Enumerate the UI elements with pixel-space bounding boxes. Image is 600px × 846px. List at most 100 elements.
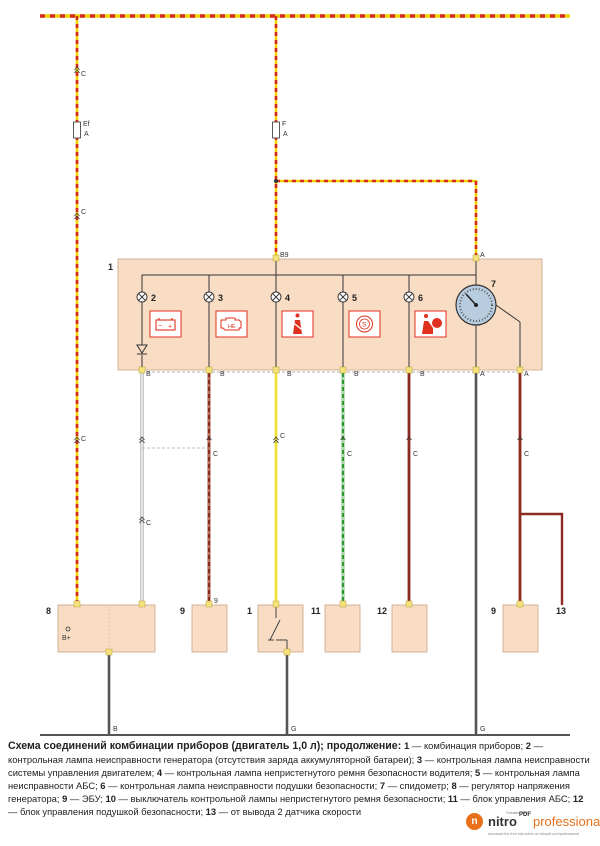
- caption-item-number: 3: [416, 754, 423, 765]
- logo-pdf: PDF: [519, 812, 531, 818]
- svg-text:G: G: [480, 726, 485, 733]
- svg-text:A: A: [480, 371, 485, 378]
- svg-text:B: B: [287, 371, 292, 378]
- component-8-regulator: [57, 604, 156, 653]
- cluster-internal-bus: [141, 274, 476, 345]
- caption-item-text: — контрольная лампа неисправности генера…: [8, 740, 543, 765]
- caption-item-number: 6: [100, 780, 106, 791]
- battery-minus-text: −: [158, 323, 162, 330]
- engine-text: HE: [228, 324, 236, 330]
- svg-text:4: 4: [285, 293, 290, 303]
- component-12-airbag-unit: [391, 604, 428, 653]
- svg-text:F: F: [282, 121, 286, 128]
- wire-chevrons: [74, 66, 523, 524]
- caption-item-text: — блок управления АБС;: [457, 793, 573, 804]
- caption-item-number: 9: [62, 793, 68, 804]
- caption-title: Схема соединений комбинации приборов (дв…: [8, 740, 405, 752]
- svg-text:C: C: [280, 433, 285, 440]
- nitro-logo-icon: n: [466, 813, 483, 830]
- svg-text:B: B: [220, 371, 225, 378]
- component-9a-ecu: [191, 604, 228, 653]
- svg-text:B: B: [146, 371, 151, 378]
- svg-text:3: 3: [218, 293, 223, 303]
- svg-text:B+: B+: [62, 635, 71, 642]
- wire-labels: C Ef A C F A B9 A C C C C C C C B B B B …: [62, 71, 529, 733]
- svg-text:C: C: [347, 451, 352, 458]
- caption-item-number: 11: [447, 793, 458, 804]
- caption-item-number: 13: [205, 806, 217, 817]
- svg-text:C: C: [81, 71, 86, 78]
- abs-indicator-icon: S: [348, 310, 381, 338]
- svg-text:1: 1: [108, 262, 113, 272]
- svg-text:C: C: [213, 451, 218, 458]
- component-9b-ecu: [502, 604, 539, 653]
- logo-created-with: Created with: [506, 810, 529, 815]
- connector-pins: [73, 254, 524, 656]
- wire-brown-speed: [518, 370, 564, 605]
- terminal-b-plus: [65, 626, 71, 632]
- logo-nitro: nitro: [488, 814, 517, 829]
- caption-item-number: 2: [525, 740, 531, 751]
- battery-plus-text: +: [168, 324, 172, 331]
- svg-text:11: 11: [311, 606, 321, 616]
- svg-text:A: A: [524, 371, 529, 378]
- caption-item-text: — ЭБУ;: [67, 793, 106, 804]
- svg-text:B: B: [354, 371, 359, 378]
- svg-text:Ef: Ef: [83, 121, 90, 128]
- caption-item-text: — спидометр;: [385, 780, 452, 791]
- svg-text:G: G: [291, 726, 296, 733]
- lamp-6-icon: [403, 291, 415, 303]
- svg-text:9: 9: [180, 606, 185, 616]
- airbag-indicator-icon: [414, 310, 447, 338]
- speedometer-icon: [455, 284, 497, 326]
- svg-text:9: 9: [491, 606, 496, 616]
- caption-item-text: — контрольная лампа неисправности систем…: [8, 754, 590, 778]
- wire-fuse-f: [274, 16, 478, 258]
- lamp-4-icon: [270, 291, 282, 303]
- engine-indicator-icon: HE: [215, 310, 248, 338]
- svg-text:A: A: [283, 131, 288, 138]
- caption-item-text: — комбинация приборов;: [409, 740, 526, 751]
- svg-text:7: 7: [491, 279, 496, 289]
- component-1b-switch: [257, 604, 304, 653]
- svg-text:B9: B9: [280, 252, 289, 259]
- figure-caption: Схема соединений комбинации приборов (дв…: [8, 739, 592, 818]
- caption-item-number: 4: [156, 767, 163, 778]
- caption-item-text: — контрольная лампа непристегнутого ремн…: [162, 767, 476, 778]
- caption-item-number: 8: [451, 780, 457, 791]
- fuse-f: [272, 121, 280, 139]
- caption-item-text: — выключатель контрольной лампы непристе…: [115, 793, 448, 804]
- caption-item-number: 5: [475, 767, 481, 778]
- svg-text:B: B: [420, 371, 425, 378]
- lamp-3-icon: [203, 291, 215, 303]
- svg-text:5: 5: [352, 293, 357, 303]
- component-numbers: 1 2 3 4 5 6 7 8 9 1 11 12 9 13: [46, 262, 566, 616]
- svg-text:C: C: [146, 520, 151, 527]
- logo-download-text: download the free trial online at nitrop…: [488, 832, 580, 836]
- component-11-abs-unit: [324, 604, 361, 653]
- svg-text:A: A: [480, 252, 485, 259]
- svg-text:8: 8: [46, 606, 51, 616]
- junction-dot: [274, 179, 278, 183]
- svg-text:13: 13: [556, 606, 566, 616]
- caption-item-number: 7: [379, 780, 386, 791]
- logo-professional: professional: [533, 814, 600, 829]
- svg-text:1: 1: [247, 606, 252, 616]
- nitro-pdf-logo: Created with n nitro PDF professional do…: [466, 810, 600, 842]
- abs-text: S: [362, 322, 367, 329]
- svg-text:C: C: [81, 209, 86, 216]
- caption-item-number: 1: [404, 740, 410, 751]
- fuse-ef: [73, 121, 81, 139]
- caption-item-text: — контрольная лампа неисправности АБС;: [8, 767, 580, 791]
- svg-text:9: 9: [214, 598, 218, 605]
- svg-text:12: 12: [377, 606, 387, 616]
- caption-item-number: 12: [572, 793, 584, 804]
- caption-item-text: — контрольная лампа неисправности подушк…: [105, 780, 380, 791]
- svg-text:C: C: [81, 436, 86, 443]
- battery-indicator-icon: + −: [149, 310, 182, 338]
- svg-text:B: B: [113, 726, 118, 733]
- lamp-5-icon: [337, 291, 349, 303]
- wire-white: [140, 370, 209, 605]
- svg-text:2: 2: [151, 293, 156, 303]
- svg-text:6: 6: [418, 293, 423, 303]
